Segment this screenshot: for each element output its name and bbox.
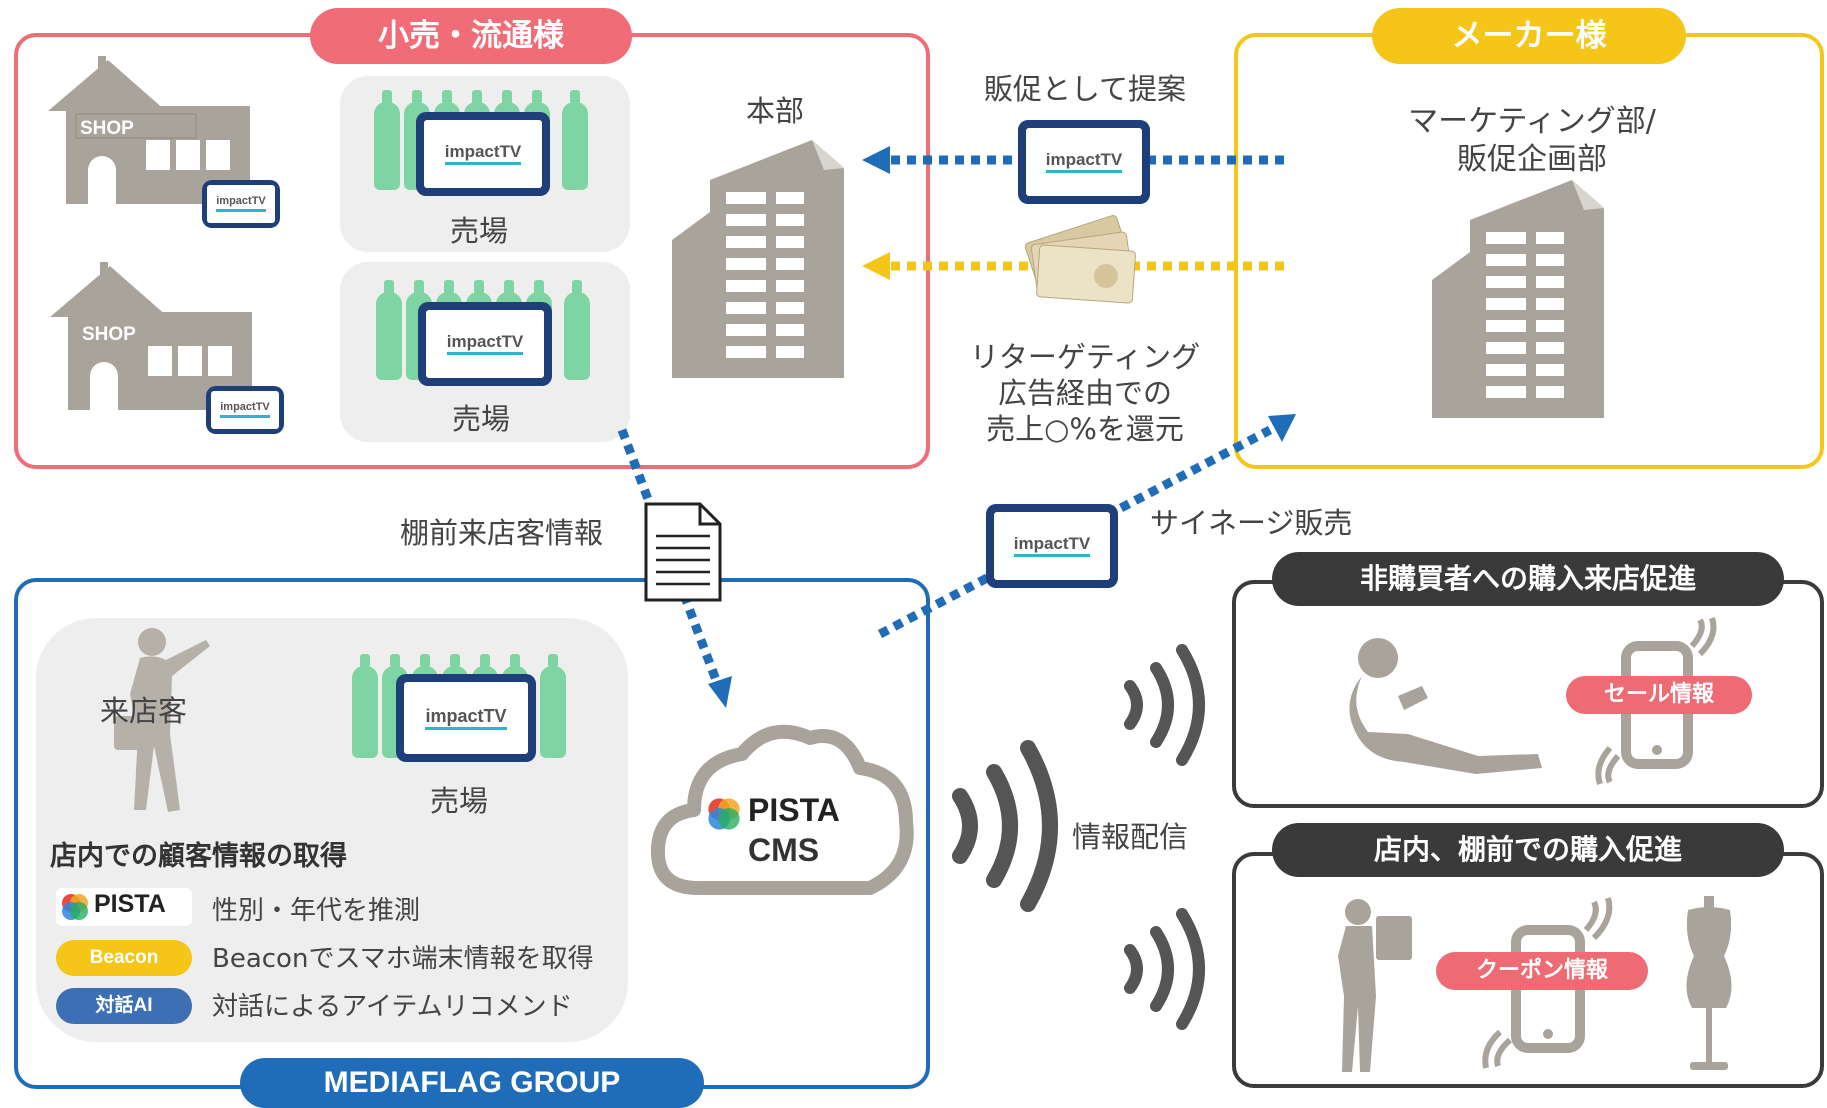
broadcast-waves-icon (1124, 644, 1205, 766)
bottle-icon (562, 90, 588, 190)
visitor-icon (114, 628, 210, 812)
pista-logo-icon (62, 894, 88, 920)
pista-logo-icon (708, 798, 740, 830)
visitor-label: 来店客 (100, 694, 188, 728)
retail-title: 小売・流通様 (310, 8, 632, 64)
impacttv-tablet-icon: impactTV (206, 386, 284, 434)
feature-beacon-text: Beaconでスマホ端末情報を取得 (212, 944, 594, 974)
bottle-icon (540, 654, 566, 758)
cms-pista-brand: PISTA (748, 792, 840, 828)
impacttv-signage-icon: impactTV (396, 674, 536, 762)
cms-label: CMS (748, 832, 820, 868)
sales-floor-label: 売場 (430, 784, 489, 818)
maker-dept-line1: マーケティング部/ (1408, 104, 1656, 139)
pista-badge: PISTA (56, 888, 192, 926)
impacttv-signage-icon: impactTV (416, 112, 550, 196)
pista-badge-label: PISTA (94, 890, 166, 918)
impacttv-tablet-icon: impactTV (1018, 120, 1150, 204)
instore-promo-title: 店内、棚前での購入促進 (1272, 823, 1784, 877)
proposal-label: 販促として提案 (983, 72, 1187, 106)
svg-text:SHOP: SHOP (82, 324, 136, 345)
relaxing-person-icon (1349, 638, 1542, 774)
maker-title: メーカー様 (1372, 8, 1686, 64)
feature-pista-text: 性別・年代を推測 (212, 896, 421, 926)
sales-floor-label: 売場 (450, 214, 509, 248)
bottle-icon (352, 654, 378, 758)
group-title: MEDIAFLAG GROUP (240, 1058, 704, 1108)
coupon-info-tag: クーポン情報 (1436, 952, 1648, 990)
sale-info-tag: セール情報 (1566, 676, 1752, 714)
building-icon (672, 140, 844, 378)
impacttv-tablet-icon: impactTV (202, 180, 280, 228)
signage-sales-label: サイネージ販売 (1150, 506, 1353, 540)
broadcast-waves-icon (1124, 908, 1205, 1030)
beacon-badge: Beacon (56, 940, 192, 976)
shopper-icon (1338, 899, 1412, 1072)
impacttv-signage-icon: impactTV (418, 302, 552, 386)
building-icon (1432, 180, 1604, 418)
shop-icon: SHOP (48, 56, 250, 204)
bottle-icon (564, 280, 590, 380)
dialog-ai-badge: 対話AI (56, 988, 192, 1024)
svg-text:SHOP: SHOP (80, 118, 134, 139)
shop-icon: SHOP (50, 262, 252, 410)
broadcast-waves-icon (952, 740, 1058, 912)
refund-line3: 売上○%を還元 (986, 412, 1184, 446)
shelf-info-label: 棚前来店客情報 (400, 516, 604, 550)
refund-line1: リターゲティング (969, 340, 1201, 374)
maker-dept-line2: 販促企画部 (1457, 142, 1607, 177)
cloud-icon (650, 724, 914, 895)
hq-label: 本部 (746, 94, 805, 128)
sales-floor-label: 売場 (452, 402, 511, 436)
acquisition-title: 店内での顧客情報の取得 (50, 841, 347, 872)
money-icon (1024, 214, 1136, 304)
mannequin-icon (1686, 896, 1732, 1070)
impacttv-tablet-icon: impactTV (986, 504, 1118, 588)
document-icon (644, 502, 722, 602)
distribution-label: 情報配信 (1072, 820, 1189, 854)
bottle-icon (374, 90, 400, 190)
refund-line2: 広告経由での (997, 376, 1172, 410)
feature-dialog-ai-text: 対話によるアイテムリコメンド (212, 992, 573, 1022)
bottle-icon (376, 280, 402, 380)
nonbuyer-promo-title: 非購買者への購入来店促進 (1272, 552, 1784, 606)
